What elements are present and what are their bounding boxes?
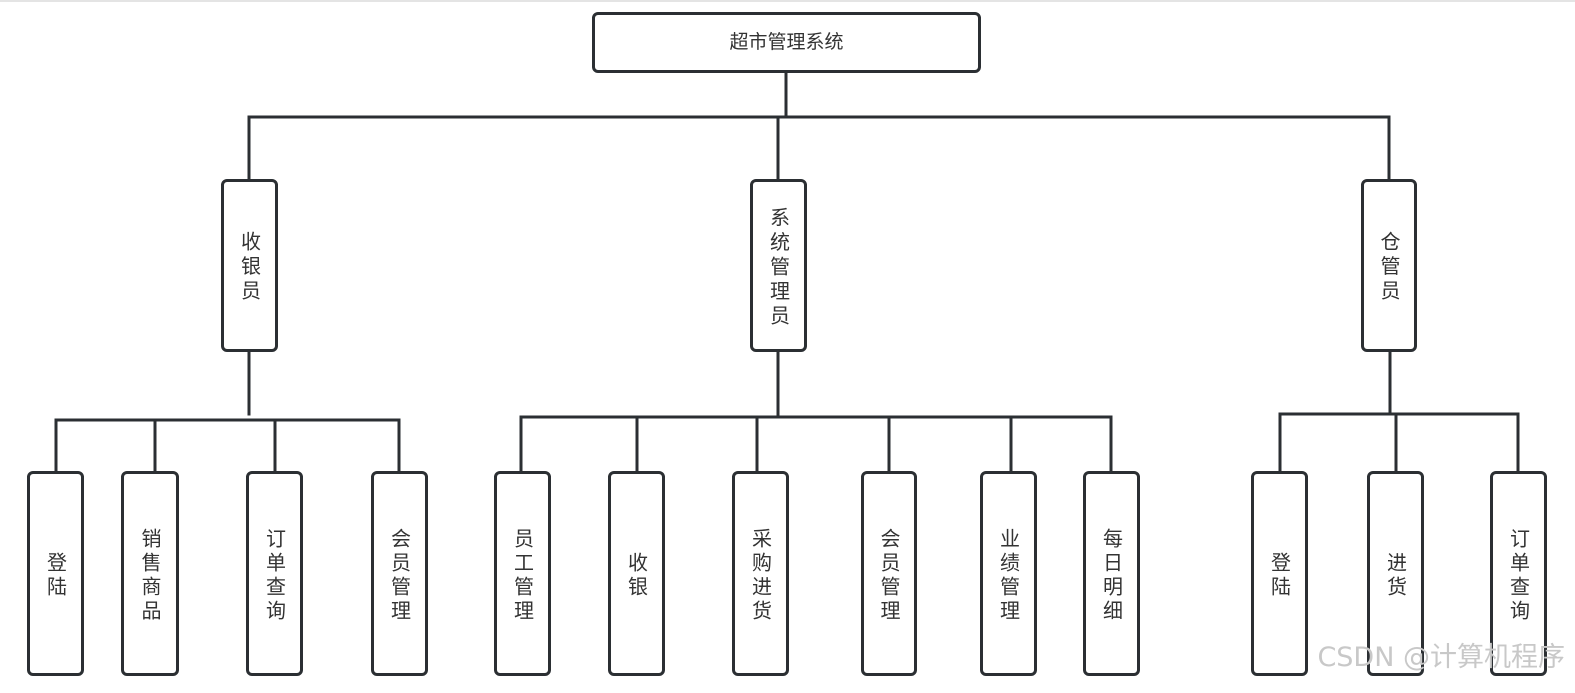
node-label: 系统管理员 — [766, 206, 791, 330]
node-label: 订单查询 — [262, 527, 287, 624]
node-label: 销售商品 — [138, 527, 162, 624]
node-admin-staff-management: 员工管理 — [494, 471, 551, 676]
node-cashier-member-management: 会员管理 — [371, 471, 428, 676]
node-label: 进货 — [1383, 551, 1408, 600]
node-label: 登陆 — [43, 551, 68, 600]
node-label: 登陆 — [1267, 551, 1292, 600]
node-warehouse-order-query: 订单查询 — [1490, 471, 1547, 676]
node-supermarket-management-system: 超市管理系统 — [592, 12, 981, 73]
node-label: 收银员 — [237, 231, 262, 305]
node-label: 订单查询 — [1506, 527, 1531, 624]
node-label: 业绩管理 — [996, 527, 1021, 624]
node-warehouse-login: 登陆 — [1251, 471, 1308, 676]
node-label: 会员管理 — [387, 527, 412, 624]
node-label: 每日明细 — [1099, 527, 1124, 624]
node-warehouse-keeper: 仓管员 — [1361, 179, 1417, 352]
node-label: 收银 — [624, 551, 649, 600]
node-label: 仓管员 — [1377, 231, 1401, 305]
node-cashier-sell-goods: 销售商品 — [121, 471, 179, 676]
node-label: 超市管理系统 — [729, 31, 844, 53]
node-cashier: 收银员 — [221, 179, 278, 352]
node-cashier-order-query: 订单查询 — [246, 471, 303, 676]
node-label: 员工管理 — [510, 527, 535, 624]
node-cashier-login: 登陆 — [27, 471, 84, 676]
node-label: 采购进货 — [748, 527, 773, 624]
watermark: CSDN @计算机程序 — [1317, 642, 1565, 673]
node-system-admin: 系统管理员 — [750, 179, 807, 352]
node-admin-member-management: 会员管理 — [861, 471, 917, 676]
node-admin-purchase: 采购进货 — [732, 471, 789, 676]
node-admin-performance-management: 业绩管理 — [980, 471, 1037, 676]
node-admin-daily-details: 每日明细 — [1083, 471, 1140, 676]
node-warehouse-restock: 进货 — [1367, 471, 1424, 676]
node-admin-checkout: 收银 — [608, 471, 665, 676]
node-label: 会员管理 — [877, 527, 901, 624]
top-border — [0, 0, 1575, 2]
